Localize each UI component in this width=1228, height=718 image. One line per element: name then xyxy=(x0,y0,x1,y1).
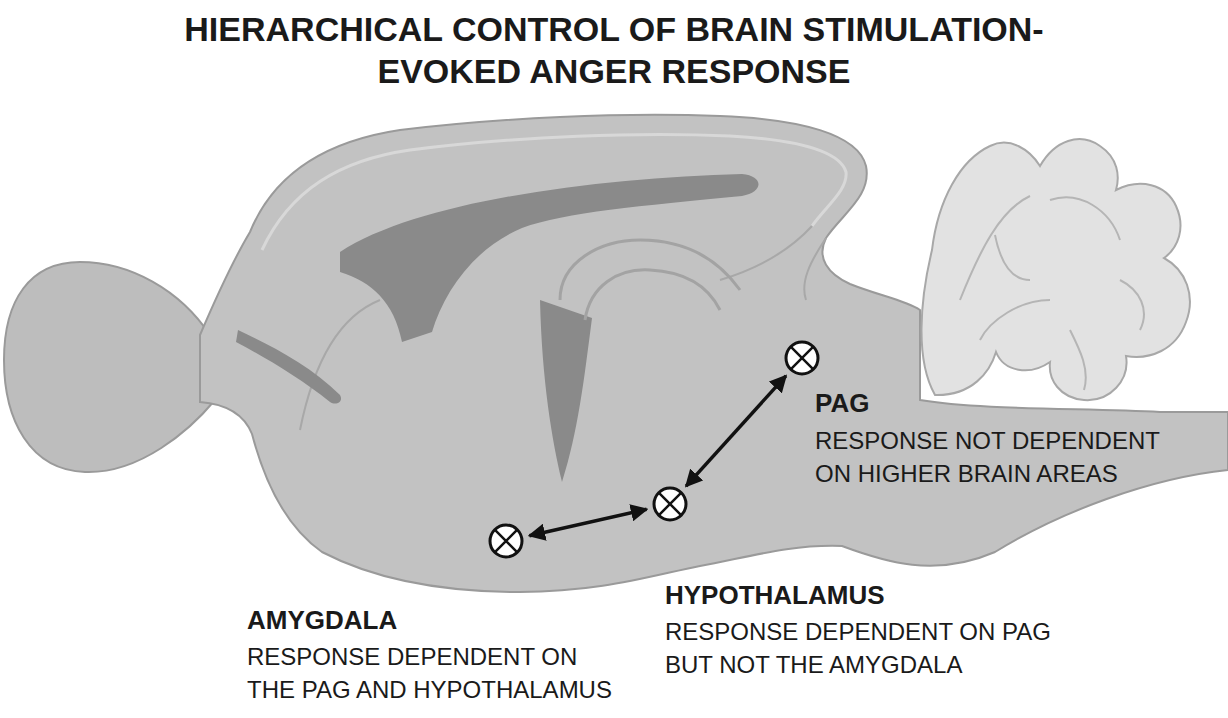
olfactory-ventricle xyxy=(236,330,341,404)
brain-outline xyxy=(200,115,1228,592)
diagram-title: HIERARCHICAL CONTROL OF BRAIN STIMULATIO… xyxy=(164,8,1064,92)
olfactory-bulb xyxy=(4,262,215,472)
region-note: RESPONSE NOT DEPENDENT ON HIGHER BRAIN A… xyxy=(815,424,1180,490)
region-name: HYPOTHALAMUS xyxy=(665,580,885,610)
region-note: RESPONSE DEPENDENT ON THE PAG AND HYPOTH… xyxy=(247,640,623,706)
stimulation-site: HYPOTHALAMUSRESPONSE DEPENDENT ON PAG BU… xyxy=(652,486,688,522)
cerebellum xyxy=(921,139,1189,400)
region-note: RESPONSE DEPENDENT ON PAG BUT NOT THE AM… xyxy=(665,615,1075,681)
cerebellum-folia xyxy=(960,196,1144,390)
region-name: AMYGDALA xyxy=(247,605,397,635)
electrode-circle xyxy=(490,525,522,557)
connection-arrow xyxy=(686,376,786,486)
electrode-symbol xyxy=(488,523,524,559)
midbrain-line xyxy=(804,238,826,300)
electrode-cross xyxy=(791,347,814,370)
stimulation-site: AMYGDALARESPONSE DEPENDENT ON THE PAG AN… xyxy=(488,523,524,559)
third-ventricle xyxy=(540,300,592,482)
electrode-cross xyxy=(495,530,518,553)
electrode-symbol xyxy=(784,340,820,376)
electrode-symbol xyxy=(652,486,688,522)
region-name: PAG xyxy=(815,388,869,418)
electrode-cross xyxy=(659,493,682,516)
stimulation-site: PAGRESPONSE NOT DEPENDENT ON HIGHER BRAI… xyxy=(784,340,820,376)
electrode-circle xyxy=(786,342,818,374)
hippocampus xyxy=(560,240,740,320)
connection-arrow xyxy=(529,509,646,535)
electrode-circle xyxy=(654,488,686,520)
